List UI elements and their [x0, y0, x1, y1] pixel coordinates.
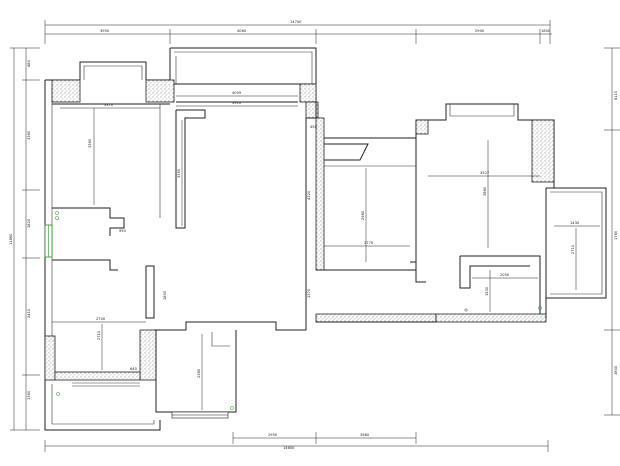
- dim-bottom-2: 3980: [360, 433, 370, 437]
- dim-right-2: 1780: [614, 230, 618, 240]
- dim-entry-depth: 1370: [307, 288, 311, 298]
- dim-living-inner: 3910: [232, 101, 242, 105]
- dim-closet: 950: [119, 229, 127, 233]
- dim-top-total: 14700: [290, 20, 302, 24]
- dim-room4-width: 3527: [480, 171, 489, 175]
- dim-top-5: 1800: [541, 29, 551, 33]
- dim-top-2: 4060: [237, 29, 247, 33]
- top-dimension-chain: 14700 3950 4060 2900 1800: [44, 20, 552, 44]
- dim-room6-width: 1430: [570, 221, 580, 225]
- fixtures: [55, 211, 542, 410]
- dim-left-5: 1360: [27, 390, 31, 400]
- dim-left-2: 3360: [27, 130, 31, 140]
- right-dimension-chain: 8110 1780 3800: [604, 47, 620, 416]
- dim-bottom-total: 14600: [283, 446, 295, 450]
- dim-right-1: 8110: [614, 90, 618, 100]
- dim-master-depth: 3360: [88, 138, 92, 148]
- exterior-walls: [44, 47, 607, 431]
- dim-bottom-1: 2950: [268, 433, 278, 437]
- dim-bed3-depth: 2980: [361, 210, 365, 220]
- dim-left-1: 480: [27, 59, 31, 67]
- dim-left-4: 2410: [27, 308, 31, 318]
- interior-dimensions: 4059 3910 3370 3360 3350 950 2700 2710 6…: [52, 91, 600, 410]
- dim-right-3: 3800: [614, 365, 618, 375]
- dim-top-1: 3950: [100, 29, 110, 33]
- dim-kitchen-depth: 2380: [197, 368, 201, 378]
- dim-room5-depth: 1530: [485, 286, 489, 296]
- left-dimension-chain: 11860 480 3360 1820 2410 1360: [9, 47, 40, 431]
- dim-corridor-depth: 3350: [177, 168, 181, 178]
- bottom-dimension-chain: 14600 2950 3980: [44, 432, 549, 452]
- dim-living-width: 4059: [232, 91, 242, 95]
- dim-nook: 640: [130, 367, 138, 371]
- dim-front-depth: 4320: [307, 190, 311, 200]
- dim-bed3-width: 2770: [364, 241, 374, 245]
- dim-left-total: 11860: [9, 233, 13, 245]
- dim-left-3: 1820: [27, 218, 31, 228]
- dim-bath-depth: 1800: [163, 290, 167, 300]
- dim-top-4: 2900: [475, 29, 485, 33]
- dim-room4-depth: 3880: [483, 186, 487, 196]
- dim-room6-depth: 2710: [571, 244, 575, 254]
- dim-room5-width: 2050: [500, 273, 510, 277]
- dim-wall-step: 450: [310, 125, 318, 129]
- dim-bedroom2-depth: 2710: [97, 330, 101, 340]
- dim-bedroom2-width: 2700: [96, 317, 106, 321]
- dim-master-width: 3370: [104, 103, 114, 107]
